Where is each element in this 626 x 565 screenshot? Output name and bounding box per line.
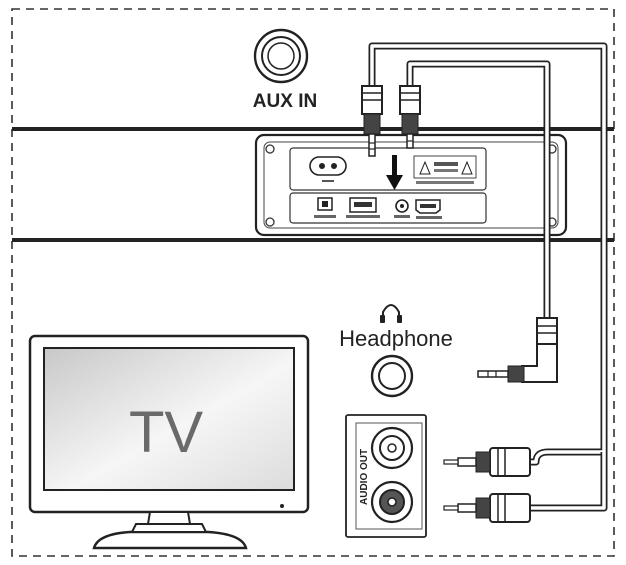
dashed-border (11, 8, 615, 557)
headphone-icon (380, 304, 402, 323)
tv-label: TV (129, 400, 203, 465)
rca-plug-top (443, 447, 531, 477)
aux-cable (368, 42, 608, 512)
usb-port-icon (346, 197, 380, 218)
screw (265, 217, 275, 227)
rca-jack-icon (370, 426, 414, 470)
screw (265, 144, 275, 154)
hdmi-port-icon (415, 199, 442, 219)
aux-plug-left (361, 85, 383, 157)
aux-in-label: AUX IN (253, 91, 317, 112)
headphone-jack-icon (370, 354, 414, 398)
aux-plug-right (399, 85, 421, 149)
power-socket-icon (309, 156, 347, 182)
rca-jack-icon (370, 480, 414, 524)
rca-plug-bottom (443, 493, 531, 523)
optical-port-icon (314, 197, 336, 218)
audio-out-label: AUDIO OUT (359, 449, 370, 505)
tv (28, 334, 310, 550)
power-led-icon (280, 504, 284, 508)
warning-label-icon (413, 155, 477, 184)
headphone-label: Headphone (339, 326, 453, 351)
soundbar-back-panel (254, 133, 568, 237)
down-arrow-icon (386, 155, 403, 190)
headphone-plug (477, 317, 558, 383)
aux-jack-icon (394, 199, 410, 218)
audio-out-panel (345, 414, 427, 538)
aux-in-jack-icon (253, 28, 309, 84)
